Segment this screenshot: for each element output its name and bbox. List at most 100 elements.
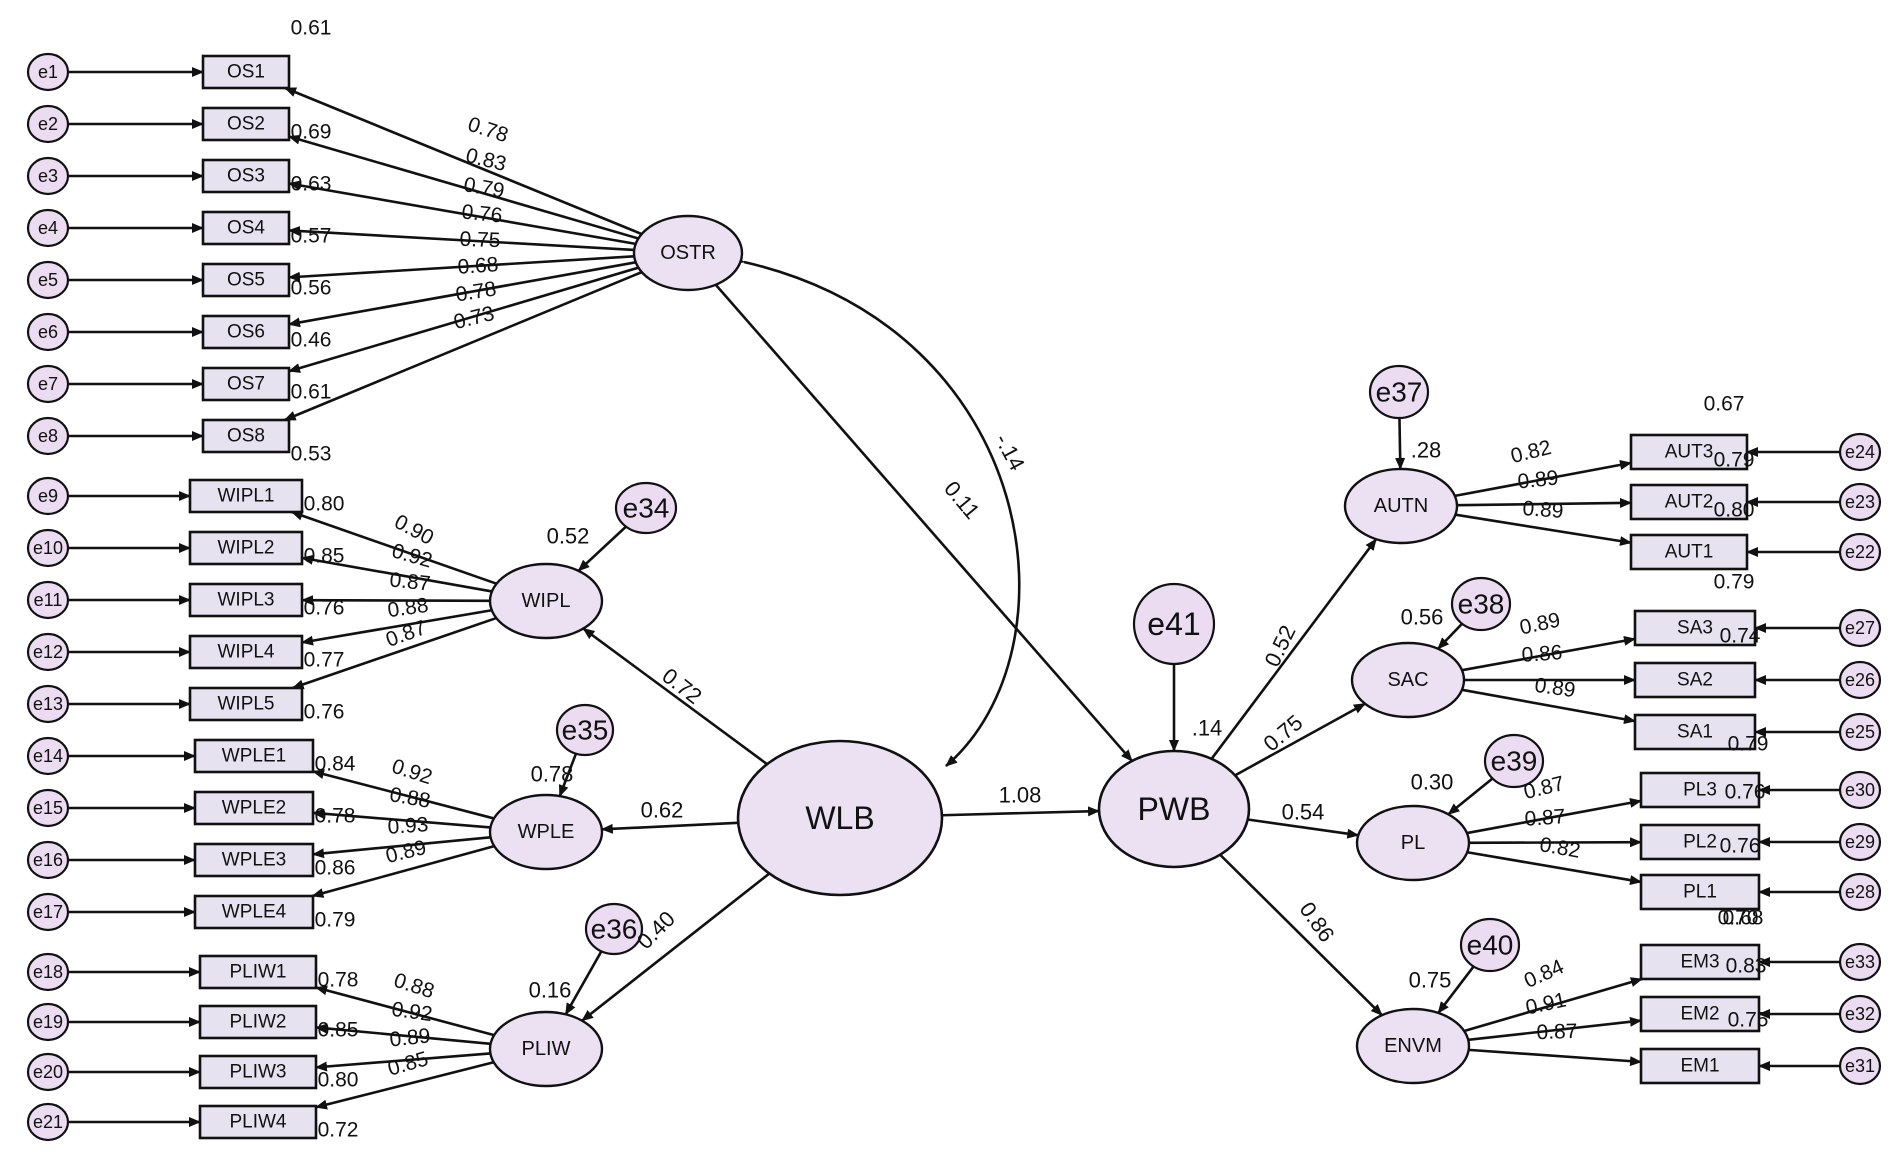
error-e29-label: e29 bbox=[1845, 832, 1875, 852]
loading-WIPL4: 0.88 bbox=[386, 594, 430, 622]
error-e3-label: e3 bbox=[38, 166, 58, 186]
indicator-PLIW4 bbox=[198, 1104, 318, 1140]
disturbance-sac bbox=[1450, 576, 1512, 632]
loading-SA3: 0.89 bbox=[1518, 609, 1563, 640]
error-e14-label: e14 bbox=[33, 746, 63, 766]
loading-arrow-SA3 bbox=[1461, 635, 1636, 672]
error-e32 bbox=[1838, 994, 1882, 1034]
indicator-PLIW2-label: PLIW2 bbox=[229, 1012, 286, 1033]
error-e22 bbox=[1838, 532, 1882, 572]
disturbance-wipl bbox=[614, 481, 678, 535]
loading-OS2: 0.83 bbox=[463, 144, 508, 176]
indicator-WIPL3 bbox=[188, 582, 304, 618]
error-e8-label: e8 bbox=[38, 426, 58, 446]
loading-arrow-WPLE1 bbox=[312, 769, 495, 820]
indicator-WIPL3-label: WIPL3 bbox=[217, 590, 274, 611]
loading-OS6: 0.68 bbox=[457, 253, 499, 279]
disturbance-wple bbox=[555, 703, 615, 757]
error-e6 bbox=[26, 312, 70, 352]
indicator-WPLE3-label: WPLE3 bbox=[222, 850, 286, 871]
error-e11 bbox=[26, 580, 70, 620]
indicator-WIPL1 bbox=[188, 478, 304, 514]
r2-WPLE3: 0.86 bbox=[315, 857, 356, 880]
r2-WPLE1: 0.84 bbox=[315, 753, 356, 776]
error-e30-label: e30 bbox=[1845, 780, 1875, 800]
latent-pwb bbox=[1097, 749, 1251, 869]
indicator-WIPL4 bbox=[188, 634, 304, 670]
disturbance-arrow-envm bbox=[1437, 965, 1475, 1014]
loading-OS8: 0.73 bbox=[451, 302, 496, 334]
disturbance-pwb-label: e41 bbox=[1147, 606, 1200, 642]
error-e12-label: e12 bbox=[33, 642, 63, 662]
error-e24 bbox=[1838, 432, 1882, 472]
error-e31-label: e31 bbox=[1845, 1056, 1875, 1076]
path-wlb-pliw bbox=[581, 872, 771, 1022]
indicator-WIPL2-label: WIPL2 bbox=[217, 538, 274, 559]
indicator-PL1 bbox=[1639, 873, 1761, 911]
indicator-OS4-label: OS4 bbox=[227, 218, 265, 239]
error-e25 bbox=[1838, 712, 1882, 752]
r2-autn: .28 bbox=[1411, 438, 1442, 463]
indicator-SA2-label: SA2 bbox=[1677, 670, 1713, 691]
indicator-AUT1-label: AUT1 bbox=[1665, 542, 1714, 563]
loading-EM1: 0.87 bbox=[1536, 1020, 1578, 1044]
error-e21 bbox=[26, 1102, 70, 1142]
r2-PL1: 0.68 bbox=[1723, 907, 1764, 930]
error-e17-label: e17 bbox=[33, 902, 63, 922]
loading-arrow-OS2 bbox=[288, 134, 639, 240]
loading-arrow-AUT2 bbox=[1456, 497, 1632, 508]
loading-OS1: 0.78 bbox=[465, 113, 511, 148]
error-e27 bbox=[1838, 608, 1882, 648]
error-e20 bbox=[26, 1052, 70, 1092]
indicator-PLIW1 bbox=[198, 954, 318, 990]
disturbance-arrow-autn bbox=[1395, 417, 1406, 471]
r2-PLIW3: 0.80 bbox=[318, 1069, 359, 1092]
loading-arrow-WPLE2 bbox=[312, 808, 491, 829]
indicator-PLIW4-label: PLIW4 bbox=[229, 1112, 286, 1133]
loading-AUT2: 0.89 bbox=[1516, 466, 1559, 493]
indicator-OS8 bbox=[201, 418, 291, 454]
r2-SA2: 0.74 bbox=[1720, 625, 1761, 648]
indicator-AUT3-label: AUT3 bbox=[1665, 442, 1714, 463]
path-pwb-envm bbox=[1219, 853, 1383, 1017]
error-e25-label: e25 bbox=[1845, 722, 1875, 742]
latent-pliw-label: PLIW bbox=[522, 1038, 571, 1060]
error-e1-label: e1 bbox=[38, 62, 58, 82]
indicator-PLIW1-label: PLIW1 bbox=[229, 962, 286, 983]
edges-layer bbox=[68, 67, 1840, 1127]
r2-WPLE2: 0.78 bbox=[315, 805, 356, 828]
disturbance-arrow-pl bbox=[1447, 777, 1494, 816]
loading-OS5: 0.75 bbox=[459, 228, 501, 252]
latent-envm bbox=[1355, 1007, 1471, 1085]
indicator-OS2 bbox=[201, 106, 291, 142]
indicator-SA1 bbox=[1633, 713, 1757, 751]
r2-WIPL1: 0.80 bbox=[304, 493, 345, 516]
indicator-OS3 bbox=[201, 158, 291, 194]
error-e12 bbox=[26, 632, 70, 672]
latent-ostr bbox=[632, 214, 744, 292]
loading-arrow-SA1 bbox=[1461, 688, 1636, 725]
loading-OS3: 0.79 bbox=[462, 173, 506, 203]
indicator-WPLE4 bbox=[193, 894, 315, 930]
r2-PL3: 0.76 bbox=[1725, 781, 1766, 804]
indicator-OS5-label: OS5 bbox=[227, 270, 265, 291]
indicator-PLIW3 bbox=[198, 1054, 318, 1090]
loading-SA2: 0.86 bbox=[1521, 641, 1563, 667]
loading-WPLE4: 0.89 bbox=[383, 836, 428, 868]
disturbance-wipl-label: e34 bbox=[623, 493, 670, 524]
error-e28-label: e28 bbox=[1845, 882, 1875, 902]
indicator-OS2-label: OS2 bbox=[227, 114, 265, 135]
r2-EM3: 0.70 bbox=[1718, 907, 1759, 930]
r2-PL2: 0.76 bbox=[1720, 835, 1761, 858]
error-e33-label: e33 bbox=[1845, 952, 1875, 972]
indicator-OS5 bbox=[201, 262, 291, 298]
disturbance-wple-label: e35 bbox=[562, 715, 609, 746]
error-e18-label: e18 bbox=[33, 962, 63, 982]
r2-wple: 0.78 bbox=[531, 762, 574, 787]
loading-EM2: 0.91 bbox=[1524, 989, 1569, 1020]
disturbance-pl bbox=[1483, 733, 1545, 789]
loading-arrow-WIPL5 bbox=[291, 616, 497, 690]
r2-OS7: 0.61 bbox=[291, 381, 332, 404]
error-e7 bbox=[26, 364, 70, 404]
latent-ostr-label: OSTR bbox=[660, 242, 716, 264]
